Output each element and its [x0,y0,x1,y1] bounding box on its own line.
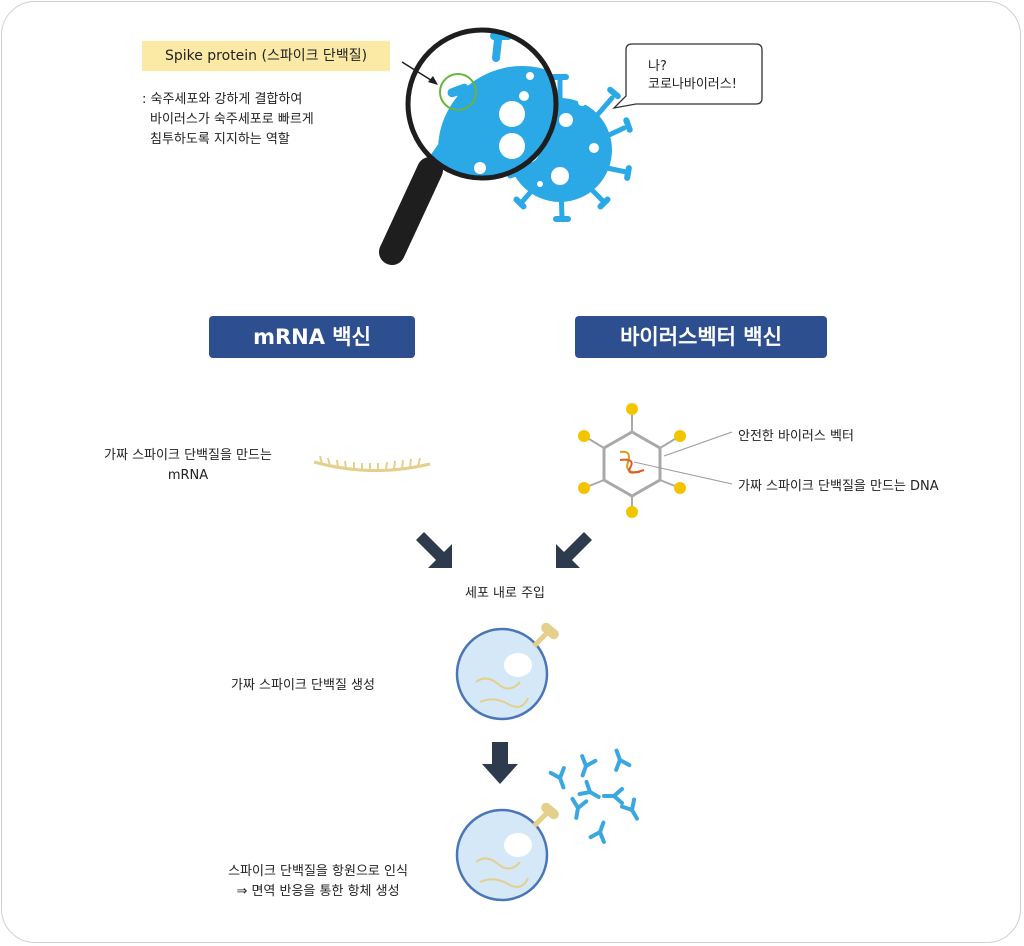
antibody-icon [602,787,624,805]
spike-desc-line3: 침투하도록 지지하는 역할 [150,132,290,147]
produce-step-label: 가짜 스파이크 단백질 생성 [231,678,375,693]
down-right-arrow-icon [416,532,452,568]
dna-helix-icon [619,450,645,474]
speech-bubble-text: 나? 코로나바이러스! [648,58,737,94]
spike-desc-line2: 바이러스가 숙주세포로 빠르게 [150,112,314,127]
vector-label: 안전한 바이러스 벡터 [738,429,854,444]
recognize-step-label: 스파이크 단백질을 항원으로 인식 ⇒ 면역 반응을 통한 항체 생성 [200,862,436,902]
magnifying-glass-icon [379,27,559,265]
pointer-line [401,61,435,83]
mrna-vaccine-title: mRNA 백신 [209,316,415,358]
antibody-icon [570,796,589,820]
recognize-line1: 스파이크 단백질을 항원으로 인식 [228,864,408,879]
vector-callout-line [663,431,733,457]
spike-desc-line1: : 숙주세포와 강하게 결합하여 [142,92,303,107]
cell-with-spike-icon [455,802,559,902]
antibody-icon [588,820,606,844]
pointer-arrowhead-icon [428,76,438,85]
mrna-label: 가짜 스파이크 단백질을 만드는 mRNA [86,446,290,486]
recognize-line2: ⇒ 면역 반응을 통한 항체 생성 [236,884,400,899]
speech-line1: 나? [648,59,667,74]
speech-bubble [612,43,763,110]
antibody-icon [548,766,566,790]
down-arrow-icon [482,742,518,784]
inject-step-label: 세포 내로 주입 [464,586,546,601]
antibody-icon [619,797,639,821]
viral-vector-vaccine-title: 바이러스벡터 백신 [575,316,827,358]
dna-label: 가짜 스파이크 단백질을 만드는 DNA [738,479,939,494]
mrna-strand-icon [313,455,431,473]
dna-callout-line [633,461,733,485]
cell-with-spike-icon [455,622,559,721]
viral-vector-icon [578,403,686,518]
mrna-label-line2: mRNA [167,468,209,483]
spike-protein-label: Spike protein (스파이크 단백질) [142,41,390,71]
antibody-icon [614,748,632,772]
down-left-arrow-icon [556,532,592,568]
mrna-label-line1: 가짜 스파이크 단백질을 만드는 [104,448,272,463]
antibody-icon [577,779,601,799]
speech-line2: 코로나바이러스! [648,77,737,92]
antibody-icon [580,754,598,778]
